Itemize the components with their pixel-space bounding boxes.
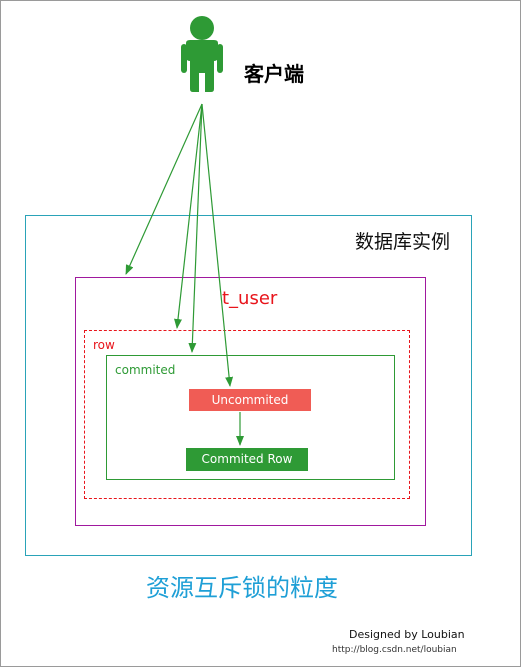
uncommited-node: Uncommited xyxy=(189,389,311,411)
client-label: 客户端 xyxy=(244,62,304,86)
commited-row-node: Commited Row xyxy=(186,448,308,471)
commited-box xyxy=(106,355,395,480)
commited-region-label: commited xyxy=(115,363,176,377)
blog-url: http://blog.csdn.net/loubian xyxy=(332,645,457,655)
arrow-to-row xyxy=(188,103,203,353)
person-icon xyxy=(181,16,223,92)
row-label: row xyxy=(93,338,115,352)
arrow-to-table xyxy=(174,103,203,329)
database-instance-box xyxy=(25,215,472,556)
database-instance-label: 数据库实例 xyxy=(355,231,451,253)
table-box xyxy=(75,277,426,526)
diagram-caption: 资源互斥锁的粒度 xyxy=(146,574,338,602)
table-label: t_user xyxy=(222,288,278,309)
arrow-to-uncommited xyxy=(201,103,234,387)
designer-credit: Designed by Loubian xyxy=(349,628,465,641)
arrow-to-database xyxy=(125,103,203,275)
row-box xyxy=(84,330,410,499)
